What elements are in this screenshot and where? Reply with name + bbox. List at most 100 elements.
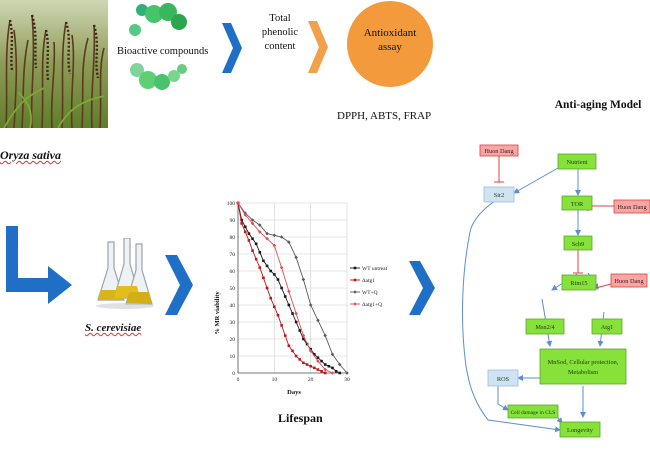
- chart-xlabel: Days: [287, 389, 301, 396]
- data-point: [269, 296, 272, 300]
- legend-marker: [353, 302, 357, 306]
- y-tick-label: 70: [230, 252, 236, 258]
- data-point: [323, 333, 327, 338]
- huon-dang-box-1: [479, 144, 519, 157]
- data-point: [323, 363, 327, 366]
- data-point: [276, 313, 280, 317]
- y-tick-label: 20: [230, 337, 236, 343]
- down-right-arrow-icon: [6, 226, 72, 304]
- chevron-right-blue-icon: [222, 23, 242, 73]
- data-point: [294, 320, 298, 324]
- data-point: [287, 240, 291, 244]
- atg1-box: [591, 318, 623, 335]
- data-point: [287, 344, 291, 348]
- longevity-box: [559, 421, 601, 438]
- data-point: [262, 259, 265, 263]
- tor-label: TOR: [571, 201, 584, 208]
- data-point: [280, 324, 283, 327]
- data-point: [294, 255, 298, 260]
- series-group: [236, 201, 349, 375]
- total-phenolic-label: Total phenolic content: [252, 12, 308, 54]
- data-point: [272, 243, 277, 248]
- data-point: [243, 225, 247, 229]
- sch9-label: Sch9: [572, 241, 585, 248]
- cell-damage-box: [507, 404, 559, 419]
- cell-damage-label: Cell damage in CLS: [511, 410, 556, 416]
- legend-label: Δatg1+Q: [362, 302, 382, 308]
- bioactive-compounds-label: Bioactive compounds: [117, 46, 209, 57]
- y-tick-label: 10: [230, 354, 236, 360]
- data-point: [334, 370, 338, 373]
- data-point: [240, 218, 243, 222]
- legend-entry: WT untreat: [350, 266, 388, 272]
- data-point: [345, 371, 349, 375]
- rim15-box: [561, 274, 597, 291]
- phenolic-line-2: phenolic: [261, 27, 299, 38]
- nutrient-label: Nutrient: [567, 159, 588, 166]
- data-point: [316, 368, 320, 371]
- data-point: [305, 363, 309, 366]
- rim15-label: Rim15: [570, 280, 587, 287]
- y-tick-label: 60: [230, 269, 236, 275]
- data-point: [240, 222, 243, 225]
- data-point: [338, 371, 342, 375]
- protection-line-2: Metabolism: [568, 369, 598, 376]
- sir2-label: Sir2: [494, 192, 505, 199]
- protection-line-1: MnSod, Cellular protection,: [548, 359, 619, 366]
- data-point: [272, 233, 277, 238]
- x-tick-label: 0: [237, 377, 240, 383]
- data-point: [309, 364, 312, 368]
- huon-dang-box-2: [613, 199, 650, 214]
- legend-label: WT+Q: [362, 290, 378, 296]
- antioxidant-assay-label: Antioxidant assay: [347, 26, 433, 54]
- data-point: [273, 305, 276, 308]
- huon-dang-box-3: [610, 273, 648, 288]
- data-point: [283, 334, 287, 337]
- data-point: [247, 232, 251, 235]
- data-point: [301, 333, 306, 338]
- legend-label: Δatg1: [362, 278, 375, 284]
- protection-box: [539, 348, 627, 385]
- lifespan-label: Lifespan: [278, 411, 323, 425]
- data-point: [331, 366, 334, 370]
- chart-grid: [237, 202, 348, 374]
- data-point: [327, 364, 331, 368]
- tor-box: [561, 195, 593, 211]
- data-point: [251, 249, 254, 252]
- yeast-flasks-image: [96, 238, 154, 309]
- data-point: [298, 329, 302, 332]
- nutrient-box: [557, 153, 597, 170]
- data-point: [276, 278, 280, 281]
- data-point: [280, 286, 283, 290]
- data-point: [316, 318, 320, 323]
- legend-entry: Δatg1: [350, 278, 375, 284]
- data-point: [243, 230, 247, 234]
- atg1-label: Atg1: [601, 324, 614, 331]
- chart-axes: [237, 203, 347, 374]
- legend-entry: Δatg1+Q: [350, 302, 382, 308]
- ros-label: ROS: [497, 376, 510, 383]
- msn24-label: Msn2/4: [535, 324, 555, 331]
- data-point: [291, 312, 294, 315]
- legend-marker: [353, 290, 357, 294]
- data-point: [294, 311, 298, 316]
- data-point: [279, 235, 284, 239]
- y-tick-label: 80: [230, 235, 236, 241]
- data-point: [250, 218, 255, 222]
- chevron-right-middle-icon: [165, 255, 193, 315]
- data-point: [265, 286, 269, 290]
- data-point: [254, 242, 258, 246]
- chart-series: [236, 201, 349, 375]
- data-point: [302, 361, 305, 365]
- x-tick-label: 10: [272, 377, 278, 383]
- data-point: [320, 370, 323, 373]
- y-tick-label: 90: [230, 218, 236, 224]
- data-point: [236, 201, 240, 205]
- data-point: [313, 366, 316, 370]
- chevron-right-orange-icon: [308, 21, 328, 73]
- msn24-box: [525, 318, 565, 335]
- series-line: [237, 202, 348, 374]
- y-tick-label: 100: [227, 201, 236, 207]
